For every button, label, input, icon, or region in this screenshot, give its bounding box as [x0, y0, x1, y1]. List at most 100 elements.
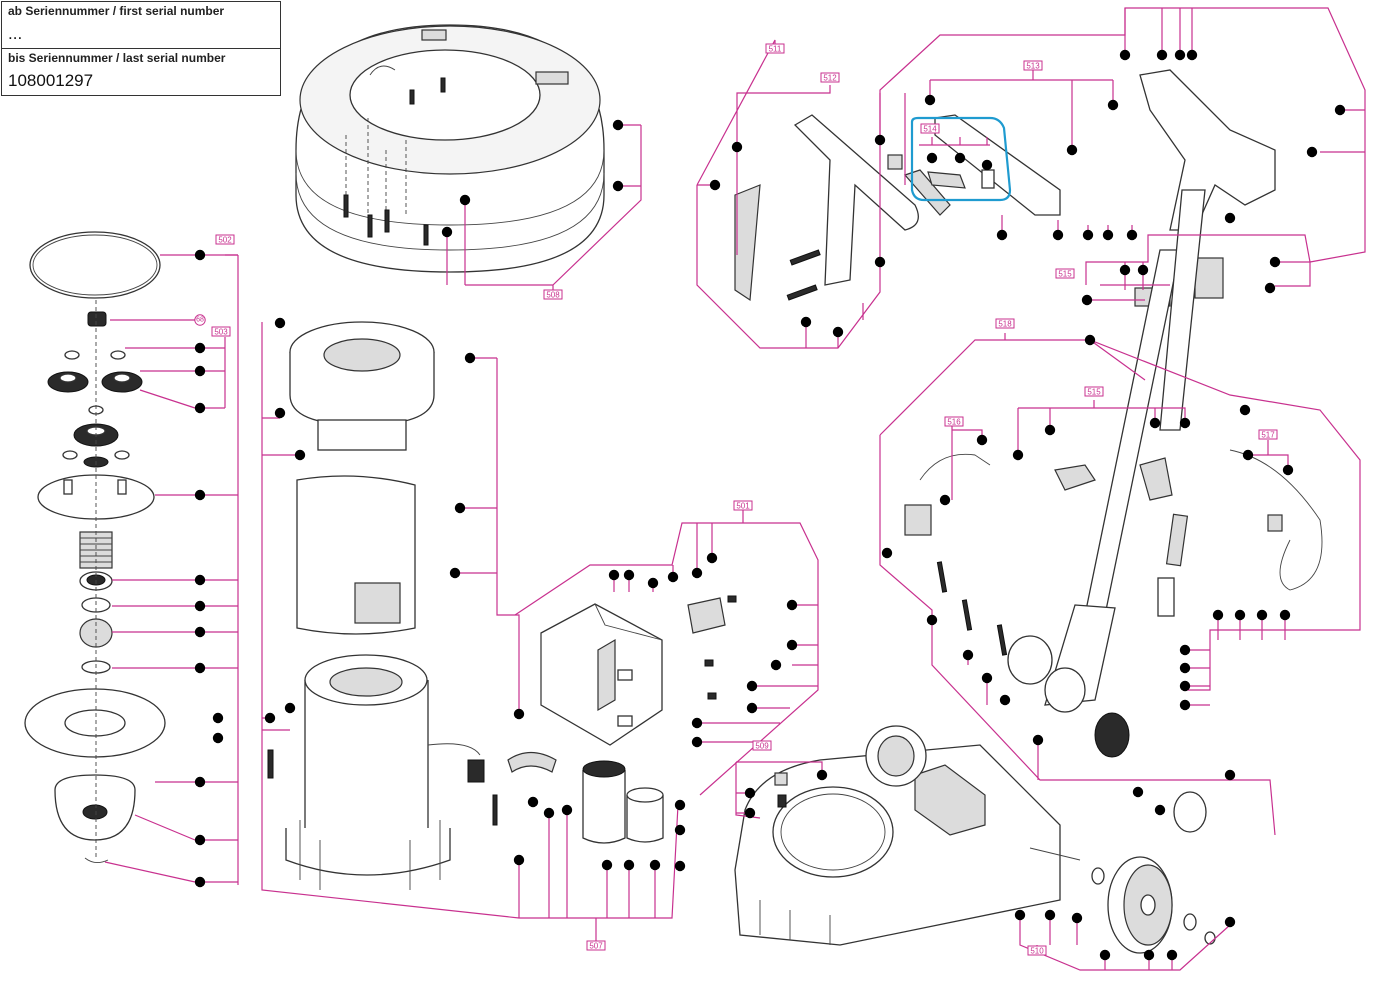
callout-marker[interactable] [691, 567, 703, 579]
callout-marker[interactable] [926, 614, 938, 626]
callout-marker[interactable] [1212, 609, 1224, 621]
callout-marker[interactable] [770, 659, 782, 671]
callout-marker[interactable] [1107, 99, 1119, 111]
callout-marker[interactable] [1179, 644, 1191, 656]
callout-marker[interactable] [194, 834, 206, 846]
callout-marker[interactable] [1279, 609, 1291, 621]
callout-marker[interactable] [744, 787, 756, 799]
callout-marker[interactable] [1082, 229, 1094, 241]
callout-marker[interactable] [926, 152, 938, 164]
callout-marker[interactable] [746, 680, 758, 692]
callout-marker[interactable] [924, 94, 936, 106]
callout-marker[interactable] [1186, 49, 1198, 61]
callout-marker[interactable] [527, 796, 539, 808]
callout-marker[interactable] [1239, 404, 1251, 416]
callout-marker[interactable] [1081, 294, 1093, 306]
callout-marker[interactable] [1224, 916, 1236, 928]
callout-marker[interactable] [1166, 949, 1178, 961]
callout-marker[interactable] [981, 159, 993, 171]
callout-marker[interactable] [800, 316, 812, 328]
callout-marker[interactable] [513, 708, 525, 720]
callout-marker[interactable] [1052, 229, 1064, 241]
callout-marker[interactable] [1174, 49, 1186, 61]
callout-marker[interactable] [1224, 769, 1236, 781]
callout-marker[interactable] [706, 552, 718, 564]
callout-marker[interactable] [612, 180, 624, 192]
callout-marker[interactable] [691, 736, 703, 748]
callout-marker[interactable] [1234, 609, 1246, 621]
callout-marker[interactable] [1014, 909, 1026, 921]
callout-marker[interactable] [1012, 449, 1024, 461]
callout-marker[interactable] [786, 599, 798, 611]
callout-marker[interactable] [1179, 417, 1191, 429]
callout-marker[interactable] [816, 769, 828, 781]
callout-marker[interactable] [874, 256, 886, 268]
callout-marker[interactable] [212, 712, 224, 724]
callout-marker[interactable] [454, 502, 466, 514]
callout-marker[interactable] [194, 876, 206, 888]
callout-marker[interactable] [731, 141, 743, 153]
callout-marker[interactable] [1224, 212, 1236, 224]
callout-marker[interactable] [674, 860, 686, 872]
callout-marker[interactable] [464, 352, 476, 364]
callout-marker[interactable] [649, 859, 661, 871]
callout-marker[interactable] [674, 824, 686, 836]
callout-marker[interactable] [647, 577, 659, 589]
callout-marker[interactable] [709, 179, 721, 191]
callout-marker[interactable] [1256, 609, 1268, 621]
callout-marker[interactable] [1179, 662, 1191, 674]
callout-marker[interactable] [1119, 49, 1131, 61]
callout-marker[interactable] [441, 226, 453, 238]
callout-marker[interactable] [608, 569, 620, 581]
callout-marker[interactable] [274, 407, 286, 419]
callout-marker[interactable] [194, 402, 206, 414]
callout-marker[interactable] [996, 229, 1008, 241]
callout-marker[interactable] [1084, 334, 1096, 346]
callout-marker[interactable] [194, 600, 206, 612]
callout-marker[interactable] [1156, 49, 1168, 61]
callout-marker[interactable] [954, 152, 966, 164]
callout-marker[interactable] [1137, 264, 1149, 276]
callout-marker[interactable] [212, 732, 224, 744]
callout-marker[interactable] [1282, 464, 1294, 476]
callout-marker[interactable] [786, 639, 798, 651]
callout-marker[interactable] [194, 249, 206, 261]
callout-marker[interactable] [1066, 144, 1078, 156]
callout-marker[interactable] [194, 626, 206, 638]
callout-marker[interactable] [1119, 264, 1131, 276]
callout-marker[interactable] [999, 694, 1011, 706]
callout-marker[interactable] [1149, 417, 1161, 429]
callout-marker[interactable] [194, 776, 206, 788]
callout-marker[interactable] [1044, 909, 1056, 921]
callout-marker[interactable] [1102, 229, 1114, 241]
callout-marker[interactable] [832, 326, 844, 338]
callout-marker[interactable] [874, 134, 886, 146]
callout-marker[interactable] [513, 854, 525, 866]
callout-marker[interactable] [1264, 282, 1276, 294]
callout-marker[interactable] [746, 702, 758, 714]
callout-marker[interactable] [981, 672, 993, 684]
callout-marker[interactable] [623, 859, 635, 871]
callout-marker[interactable] [194, 489, 206, 501]
callout-marker[interactable] [601, 859, 613, 871]
callout-marker[interactable] [1269, 256, 1281, 268]
callout-marker[interactable] [623, 569, 635, 581]
callout-marker[interactable] [294, 449, 306, 461]
callout-marker-68[interactable]: 68 [194, 314, 206, 326]
callout-marker[interactable] [612, 119, 624, 131]
callout-marker[interactable] [1071, 912, 1083, 924]
callout-marker[interactable] [1032, 734, 1044, 746]
callout-marker[interactable] [274, 317, 286, 329]
callout-marker[interactable] [543, 807, 555, 819]
callout-marker[interactable] [976, 434, 988, 446]
callout-marker[interactable] [691, 717, 703, 729]
callout-marker[interactable] [194, 662, 206, 674]
callout-marker[interactable] [561, 804, 573, 816]
callout-marker[interactable] [194, 574, 206, 586]
callout-marker[interactable] [284, 702, 296, 714]
callout-marker[interactable] [1334, 104, 1346, 116]
callout-marker[interactable] [674, 799, 686, 811]
callout-marker[interactable] [1242, 449, 1254, 461]
callout-marker[interactable] [264, 712, 276, 724]
callout-marker[interactable] [1099, 949, 1111, 961]
